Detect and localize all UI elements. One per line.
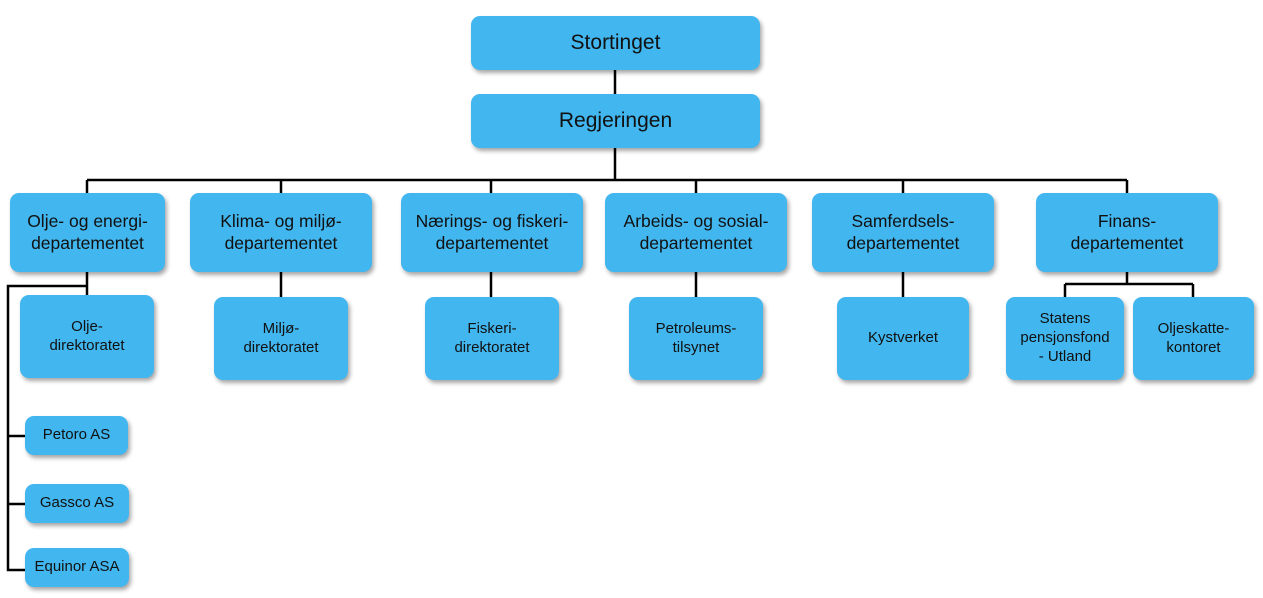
box-samferdselsdepartementet: Samferdsels- departementet [812,193,994,272]
box-olje-og-energidepartementet: Olje- og energi- departementet [10,193,165,272]
box-naerings-og-fiskeridepartementet: Nærings- og fiskeri- departementet [401,193,583,272]
box-kystverket: Kystverket [837,297,969,380]
box-oljeskattekontoret: Oljeskatte- kontoret [1133,297,1254,380]
box-gassco-as: Gassco AS [25,484,129,523]
box-finansdepartementet: Finans- departementet [1036,193,1218,272]
connector-oed-companies [6,284,87,572]
box-statens-pensjonsfond-utland: Statens pensjonsfond - Utland [1006,297,1124,380]
box-regjeringen: Regjeringen [471,94,760,148]
box-miljodirektoratet: Miljø- direktoratet [214,297,348,380]
box-equinor-asa: Equinor ASA [25,548,129,587]
connector-fin-bus [1063,271,1195,297]
box-petroleumstilsynet: Petroleums- tilsynet [629,297,763,380]
box-oljedirektoratet: Olje- direktoratet [20,295,154,378]
box-klima-og-miljodepartementet: Klima- og miljø- departementet [190,193,372,272]
box-fiskeridirektoratet: Fiskeri- direktoratet [425,297,559,380]
box-stortinget: Stortinget [471,16,760,70]
box-arbeids-og-sosialdepartementet: Arbeids- og sosial- departementet [605,193,787,272]
box-petoro-as: Petoro AS [25,416,128,455]
